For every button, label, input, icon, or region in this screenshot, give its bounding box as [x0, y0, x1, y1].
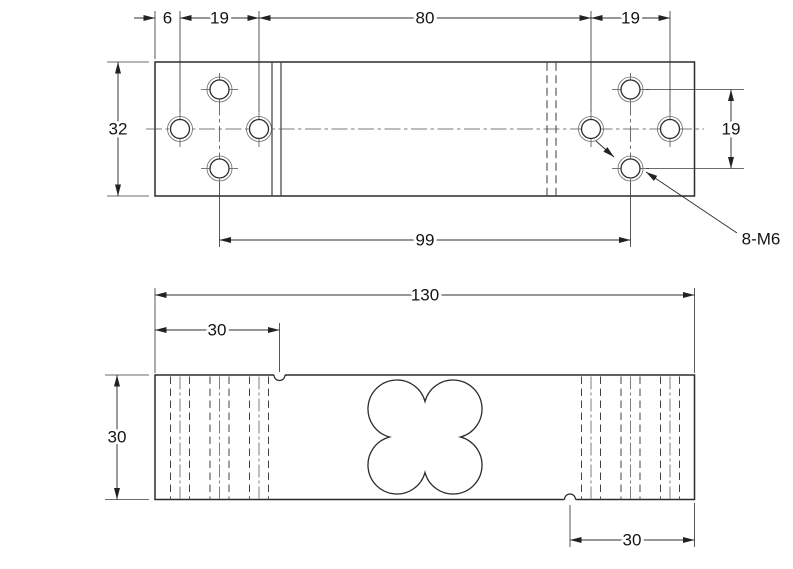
tapped-hole: [246, 116, 272, 142]
dim-text-overall-length: 130: [411, 286, 439, 305]
top-view: 6 19 80 19 32 19: [106, 6, 784, 253]
dim-edge-offset: 6: [134, 6, 175, 31]
dim-text-notch-offset-right: 30: [623, 531, 642, 550]
thread-callout-label: 8-M6: [742, 230, 781, 249]
tapped-hole: [167, 116, 193, 142]
tapped-hole: [617, 76, 644, 103]
dim-text-body-width: 32: [109, 120, 128, 139]
bottom-view: 130 30 30 30: [105, 283, 696, 553]
dim-body-width: 32: [106, 61, 149, 197]
bottom-edge-notch: [563, 493, 577, 501]
dim-body-height: 30: [105, 374, 149, 500]
bottom-view-body: [154, 374, 696, 501]
dim-notch-offset-right: 30: [569, 503, 695, 553]
dim-center-span: 80: [259, 6, 591, 31]
dim-overall-length: 130: [154, 283, 695, 373]
dim-text-body-height: 30: [108, 428, 127, 447]
dim-notch-offset-left: 30: [155, 318, 280, 372]
dim-text-hole-pitch-right: 19: [621, 9, 640, 28]
tapped-hole: [617, 155, 644, 182]
dim-hole-pitch-left: 19: [180, 6, 259, 31]
dim-text-notch-offset-left: 30: [208, 321, 227, 340]
top-view-centerlines: [146, 73, 704, 185]
dim-hole-pitch-vert: 19: [646, 89, 744, 169]
top-edge-notch: [273, 373, 286, 382]
clover-cutout: [367, 379, 483, 495]
tapped-hole: [206, 155, 233, 182]
bolt-hole-group-left: [167, 76, 272, 182]
thread-pointer-arrow: [595, 140, 615, 158]
thread-callout: 8-M6: [595, 140, 783, 252]
dim-text-edge-offset: 6: [163, 9, 172, 28]
dim-text-hole-pitch-left: 19: [210, 9, 229, 28]
dim-text-center-span: 80: [416, 9, 435, 28]
thread-leader-line: [645, 171, 738, 234]
dim-hole-pitch-right: 19: [591, 6, 670, 31]
dim-text-mount-centers: 99: [416, 231, 435, 250]
dim-extension-lines-top: [154, 11, 671, 112]
dim-text-hole-pitch-vert: 19: [722, 120, 741, 139]
bottom-view-hidden-holes-left: [170, 376, 269, 499]
dim-mount-centers: 99: [219, 183, 631, 253]
tapped-hole: [657, 116, 683, 142]
bottom-view-hidden-holes-right: [581, 376, 680, 499]
bolt-hole-group-right: [578, 76, 683, 182]
tapped-hole: [578, 116, 604, 142]
tapped-hole: [206, 76, 233, 103]
